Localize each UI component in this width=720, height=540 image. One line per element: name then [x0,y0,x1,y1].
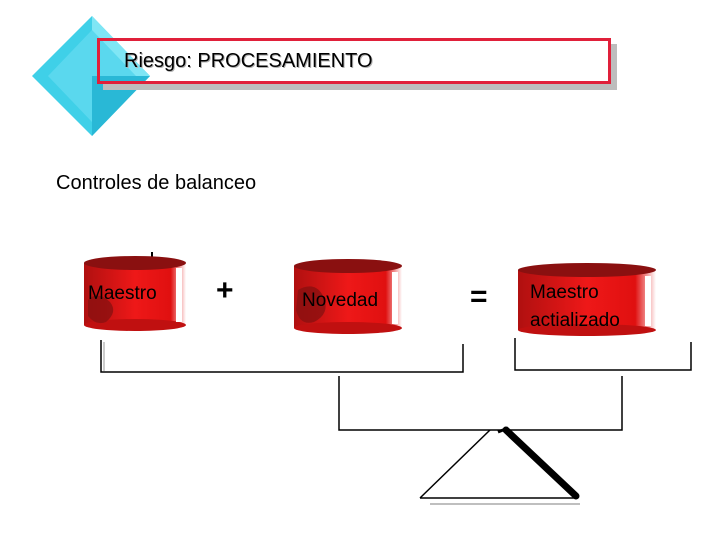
cylinder-label-maestro: Maestro [88,283,157,304]
balance-scale [419,426,580,505]
cylinder-label-maestro-line2: actializado [530,310,620,331]
cylinder-maestro-actializado [518,263,656,336]
left-bracket [100,340,464,373]
equals-operator: = [470,280,488,313]
center-bracket [338,376,623,431]
cylinder-label-novedad: Novedad [302,290,379,311]
cylinder-label-maestro-line1: Maestro [530,282,599,303]
cylinder-novedad [294,259,402,334]
section-subtitle: Controles de balanceo [56,172,257,194]
plus-operator: + [216,274,234,307]
title-box [97,38,611,84]
cylinder-maestro [84,252,186,331]
slide-title: Riesgo: PROCESAMIENTO [124,50,373,72]
right-bracket [514,338,692,371]
